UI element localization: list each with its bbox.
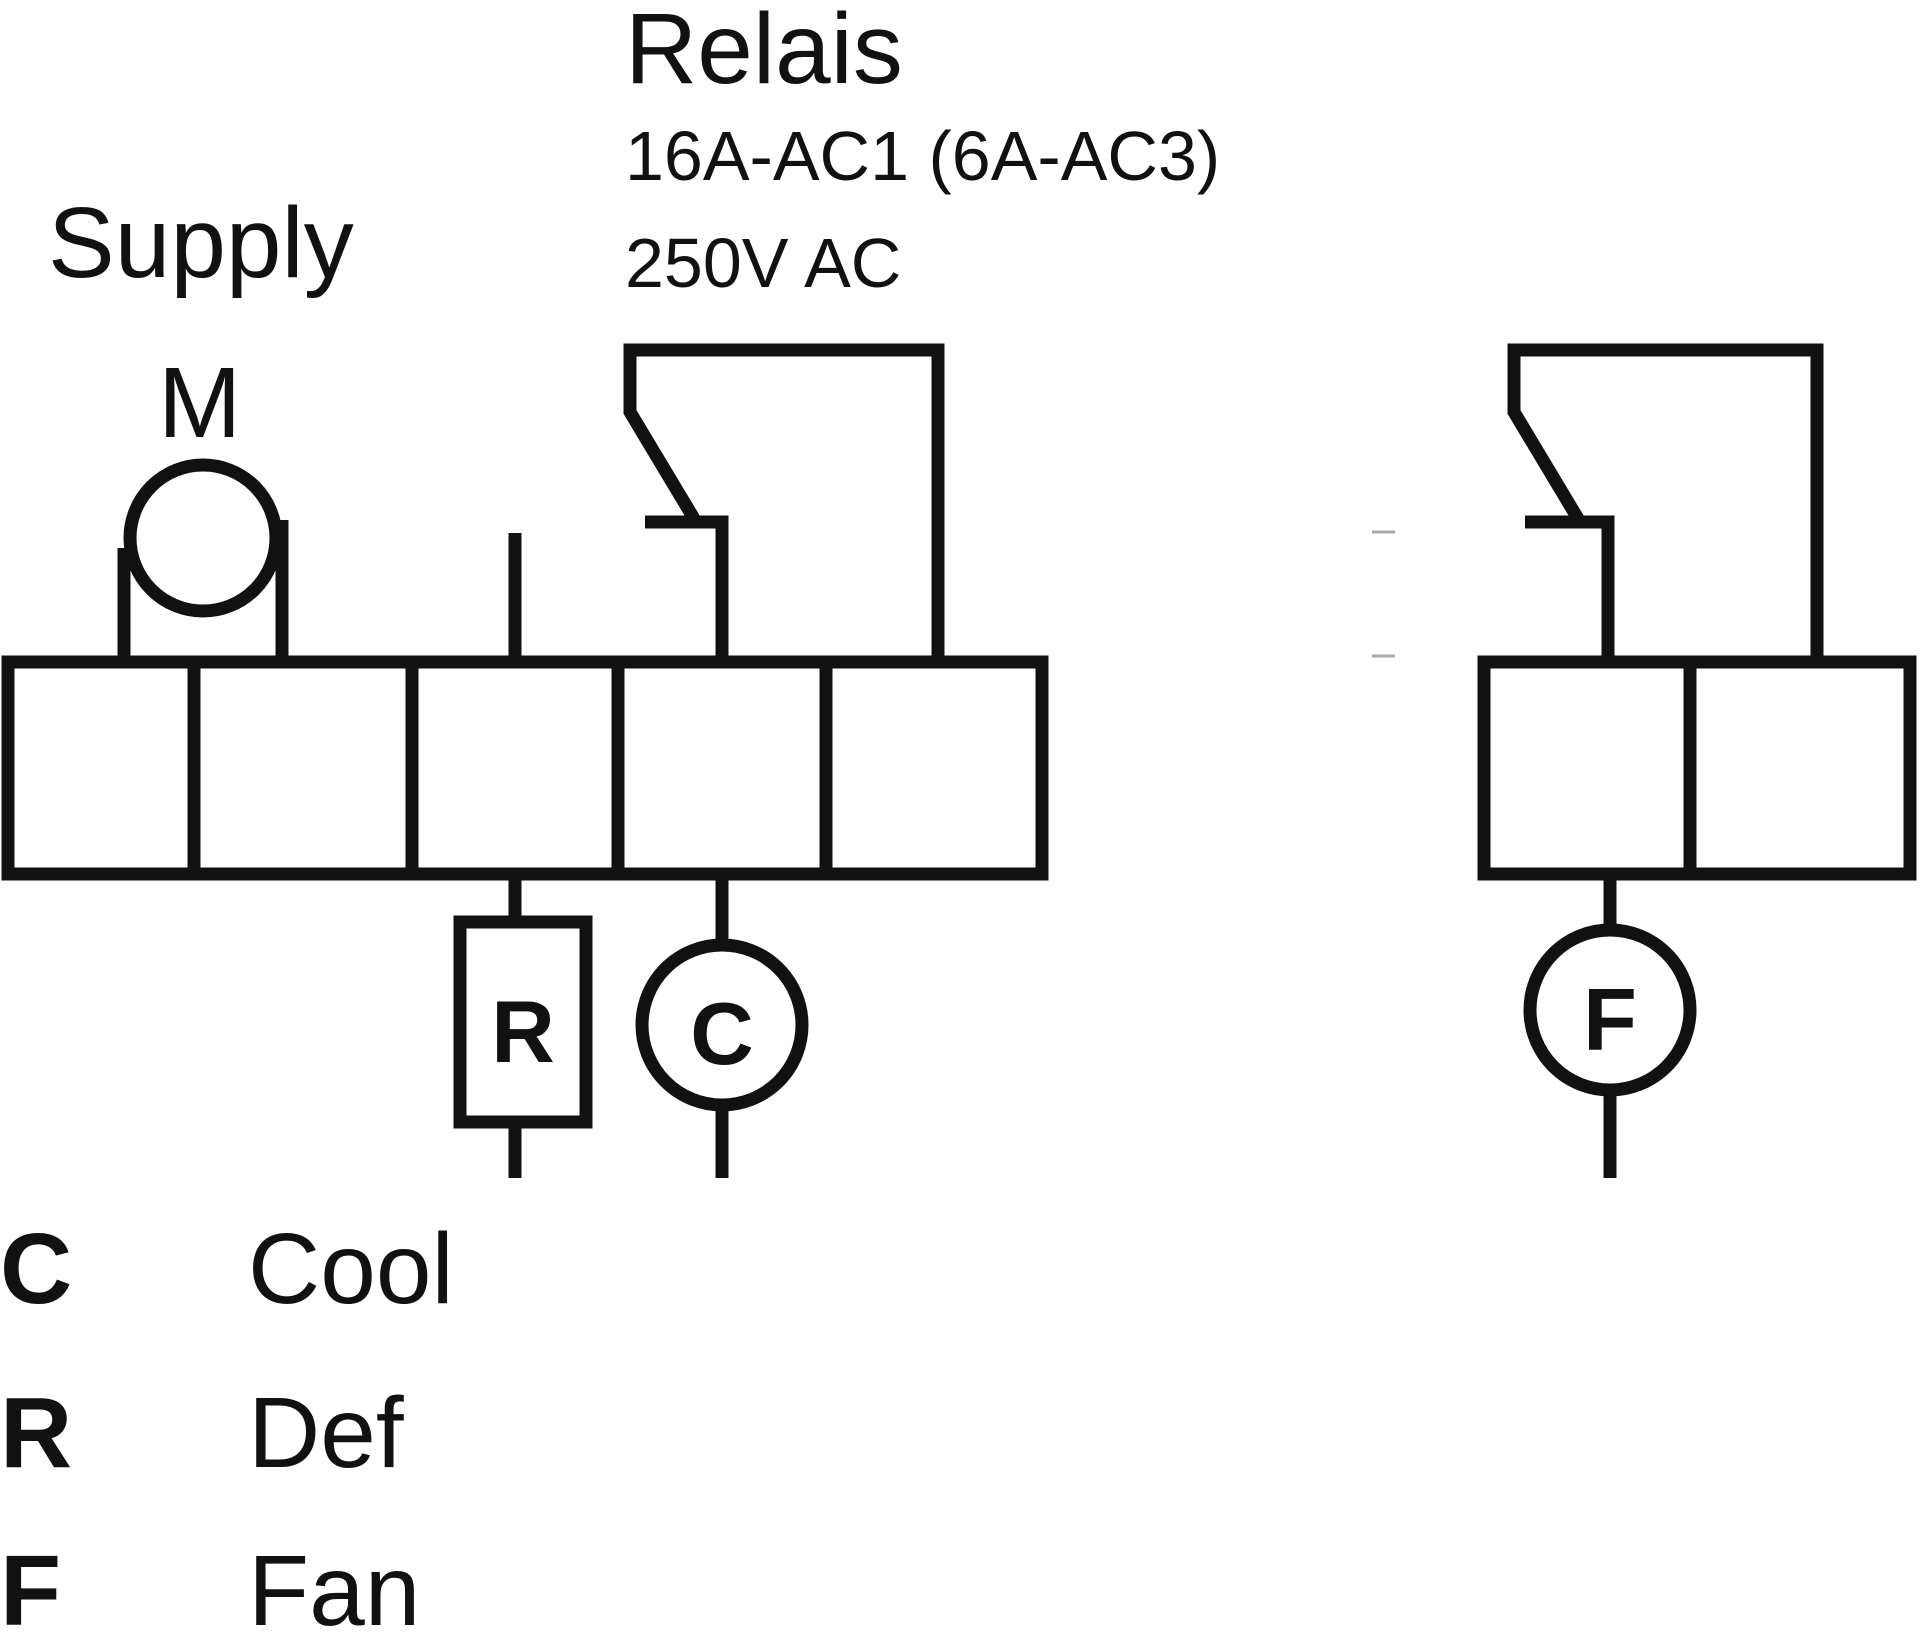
terminal-3	[405, 655, 625, 881]
cool-relay-contact	[623, 343, 945, 662]
fan-terminal-block	[1477, 655, 1917, 881]
legend-key-def: R	[0, 1377, 72, 1489]
fan-symbol: F	[1583, 970, 1637, 1069]
terminal-5	[819, 655, 1049, 881]
cool-symbol: C	[690, 984, 754, 1083]
terminal-7	[1683, 655, 1917, 881]
legend-value-def: Def	[248, 1377, 404, 1489]
defrost-resistor	[453, 915, 593, 1129]
defrost-symbol: R	[491, 982, 555, 1081]
supply-label: Supply	[48, 187, 354, 299]
main-terminal-block	[1, 655, 1049, 881]
fan-relay-contact	[1507, 343, 1824, 662]
legend: C Cool R Def F Fan	[0, 1213, 454, 1637]
terminal-2	[187, 655, 419, 881]
terminal-1	[1, 655, 201, 881]
relay-title: Relais	[625, 0, 903, 105]
motor-symbol	[117, 458, 289, 662]
terminal-6	[1477, 655, 1697, 881]
cool-compressor: C	[635, 874, 809, 1178]
terminal-4	[611, 655, 833, 881]
fan-motor: F	[1523, 874, 1697, 1178]
relay-rating-current: 16A-AC1 (6A-AC3)	[625, 117, 1220, 195]
motor-label: M	[158, 347, 241, 459]
defrost-heater: R	[453, 874, 593, 1178]
motor-circle	[123, 458, 283, 618]
legend-value-fan: Fan	[248, 1535, 420, 1637]
relay-rating-voltage: 250V AC	[625, 224, 901, 302]
legend-value-cool: Cool	[248, 1213, 454, 1325]
legend-key-fan: F	[0, 1535, 61, 1637]
legend-key-cool: C	[0, 1213, 72, 1325]
